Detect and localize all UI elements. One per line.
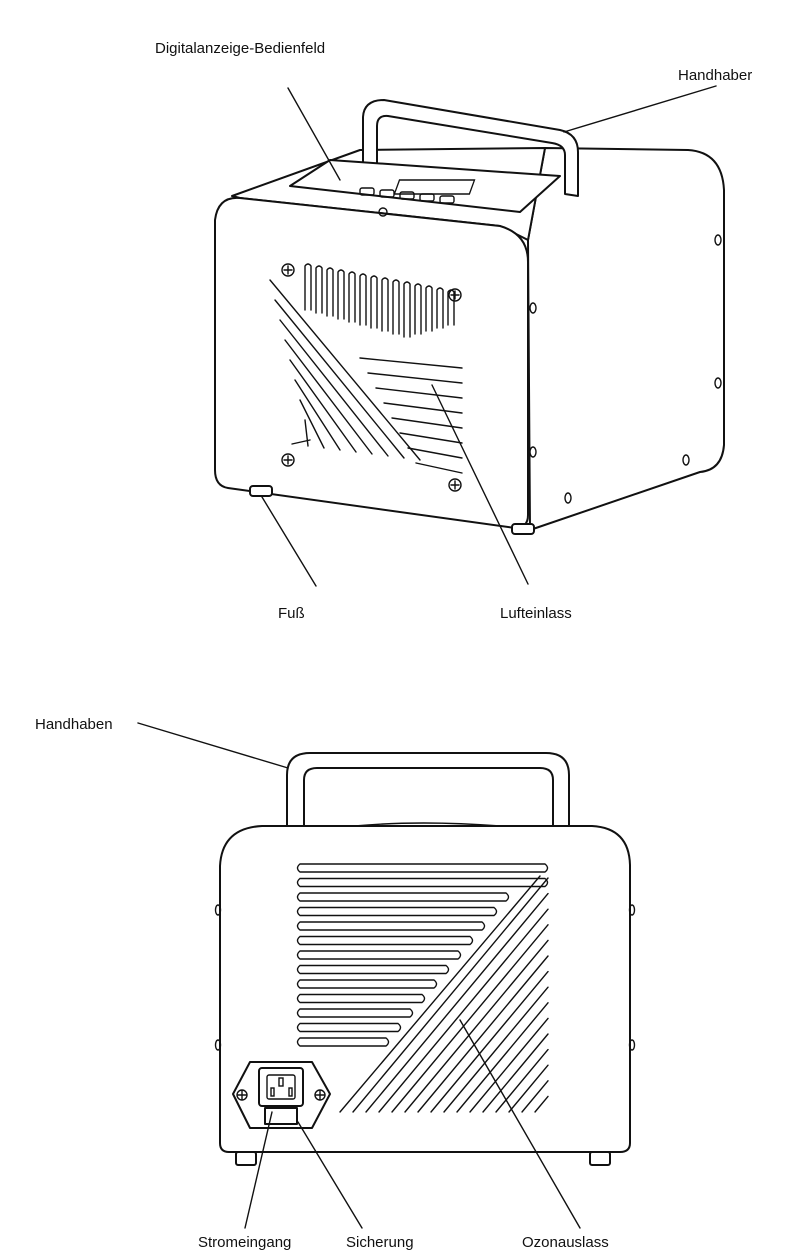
front-handle [362, 99, 579, 197]
grille-slot [469, 1017, 549, 1113]
control-buttons [359, 187, 455, 204]
grille-slot [456, 1002, 549, 1113]
grille-slot [367, 372, 463, 384]
grille-slot [375, 387, 463, 399]
leader-ozone-outlet [459, 1019, 581, 1229]
grille-slot [415, 462, 463, 474]
grille-slot [326, 267, 334, 317]
leader-handle [563, 85, 717, 133]
grille-slot [521, 1080, 549, 1113]
grille-slot [359, 273, 367, 326]
grille-slot [296, 921, 486, 931]
grille-slot [315, 265, 323, 314]
side-screws [529, 234, 722, 504]
power-inlet-module [232, 1061, 331, 1129]
grille-slot [304, 419, 309, 447]
foot-left [249, 485, 273, 497]
air-inlet-grille [269, 263, 463, 474]
grille-slot [365, 892, 549, 1113]
label-handle-front: Handhaber [678, 67, 752, 84]
label-fuse: Sicherung [346, 1234, 414, 1251]
grille-slot [296, 1008, 414, 1018]
grille-slot [337, 269, 345, 320]
grille-slot [291, 439, 311, 445]
rear-top-edge [354, 822, 501, 827]
front-screws [281, 263, 462, 492]
rear-foot-right [589, 1151, 611, 1166]
label-ozone-outlet: Ozonauslass [522, 1234, 609, 1251]
grille-slot [296, 1037, 390, 1047]
grille-slot [392, 279, 400, 335]
grille-slot [296, 950, 462, 960]
rear-foot-left [235, 1151, 257, 1166]
grille-slot [296, 979, 438, 989]
grille-slot [348, 271, 356, 323]
leader-power-inlet [244, 1111, 273, 1229]
grille-slot [482, 1033, 549, 1113]
grille-slot [359, 357, 463, 369]
grille-slot [430, 970, 549, 1113]
label-air-inlet: Lufteinlass [500, 605, 572, 622]
leader-foot [261, 496, 317, 587]
rear-handle [286, 752, 570, 829]
grille-slot [495, 1048, 549, 1113]
grille-slot [296, 993, 426, 1004]
front-side-panel [527, 147, 725, 531]
grille-slot [274, 299, 405, 459]
grille-slot [296, 863, 549, 873]
leader-fuse [297, 1121, 363, 1229]
grille-slot [370, 275, 378, 329]
grille-slot [381, 277, 389, 332]
grille-slot [403, 281, 411, 338]
grille-slot [352, 877, 549, 1113]
grille-slot [425, 285, 433, 332]
grille-slot [404, 939, 549, 1113]
front-view: Digitalanzeige-Bedienfeld Handhaber Fuß … [155, 40, 752, 622]
grille-slot [391, 417, 463, 429]
grille-slot [414, 283, 422, 335]
grille-slot [391, 924, 549, 1113]
grille-slot [296, 1022, 402, 1033]
grille-slot [269, 279, 421, 461]
leader-rear-handle [137, 722, 289, 769]
grille-slot [383, 402, 463, 414]
grille-slot [296, 892, 510, 902]
grille-slot [279, 319, 389, 457]
grille-slot [417, 955, 549, 1113]
rear-view: Handhaben Stromeingang Sicherung Ozonaus… [35, 716, 636, 1251]
label-foot: Fuß [278, 605, 305, 622]
grille-slot [294, 379, 341, 451]
fuse-holder [264, 1107, 298, 1125]
grille-slot [289, 359, 357, 453]
label-control-panel: Digitalanzeige-Bedienfeld [155, 40, 325, 57]
grille-slot [304, 263, 312, 311]
foot-right [511, 523, 535, 535]
ozone-outlet-grille [296, 863, 549, 1113]
grille-slot [508, 1064, 549, 1113]
front-panel [214, 196, 529, 529]
grille-slot [399, 432, 463, 444]
power-socket [258, 1067, 304, 1107]
grille-slot [534, 1095, 549, 1113]
grille-slot [378, 908, 549, 1113]
grille-slot [296, 935, 474, 946]
leader-air-inlet [431, 384, 529, 585]
grille-slot [299, 399, 325, 449]
grille-slot [296, 906, 498, 917]
grille-slot [436, 287, 444, 329]
grille-slot [407, 447, 463, 459]
rear-side-screws [214, 904, 636, 1051]
label-handle-rear: Handhaben [35, 716, 113, 733]
grille-slot [339, 875, 541, 1113]
leader-panel [287, 87, 341, 181]
label-power-inlet: Stromeingang [198, 1234, 291, 1251]
grille-slot [284, 339, 373, 455]
grille-slot [296, 964, 450, 975]
grille-slot [443, 986, 549, 1113]
